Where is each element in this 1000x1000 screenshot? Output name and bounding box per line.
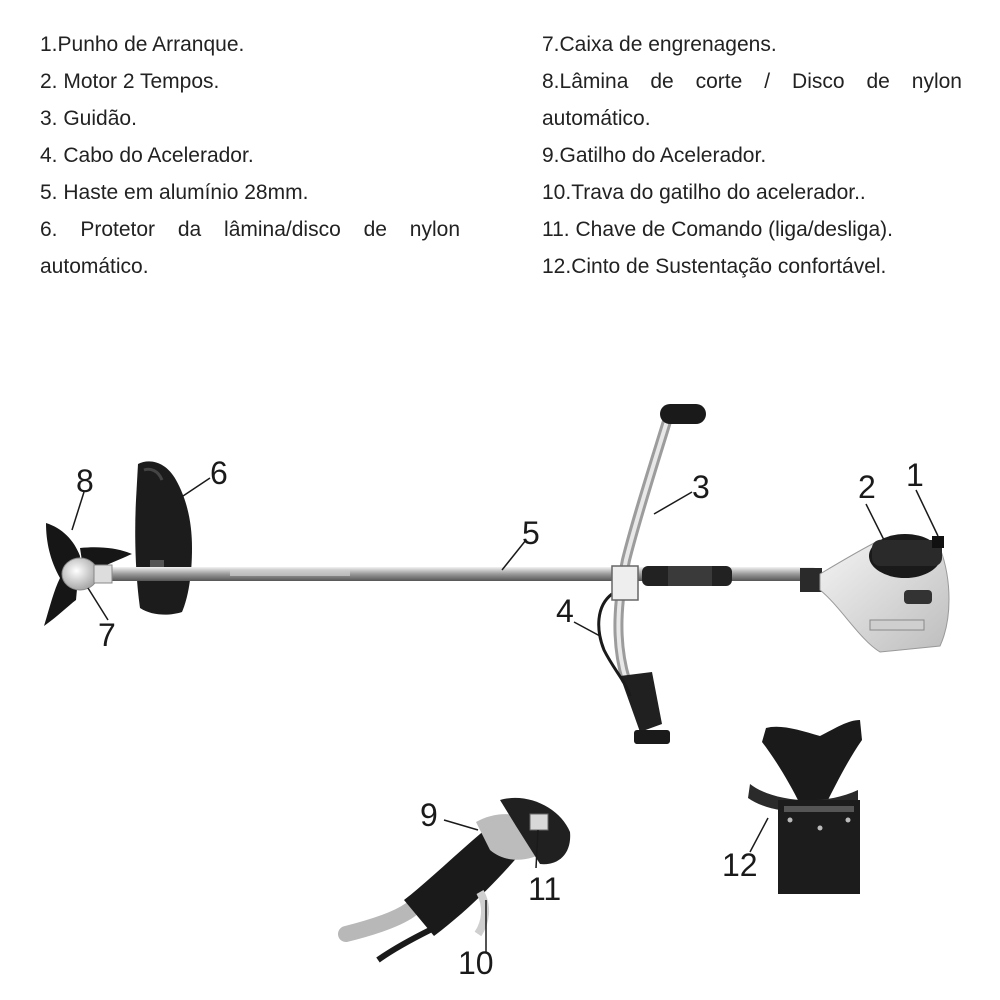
callout-8: 8	[76, 463, 94, 499]
legend-item-12: 12.Cinto de Sustentação confortável.	[542, 255, 887, 278]
legend-item-8: 8.Lâmina de corte / Disco de nylon autom…	[542, 70, 962, 130]
legend-item-10: 10.Trava do gatilho do acelerador..	[542, 181, 866, 204]
legend-item-3: 3. Guidão.	[40, 107, 137, 130]
handle-clamp	[611, 565, 639, 601]
callout-1: 1	[906, 457, 924, 493]
callout-6: 6	[210, 455, 228, 491]
legend-item-5: 5. Haste em alumínio 28mm.	[40, 181, 309, 204]
harness-belt	[748, 720, 862, 894]
starter-handle	[932, 536, 944, 548]
legend-item-1: 1.Punho de Arranque.	[40, 33, 245, 56]
callout-10: 10	[458, 945, 494, 981]
leader-lines	[71, 477, 939, 952]
blade-guard	[135, 461, 192, 615]
rear-grip	[642, 566, 822, 592]
legend-right-column: 7.Caixa de engrenagens. 8.Lâmina de cort…	[542, 26, 962, 285]
legend-left-column: 1.Punho de Arranque. 2. Motor 2 Tempos. …	[40, 26, 460, 285]
callout-5: 5	[522, 515, 540, 551]
legend-item-6: 6. Protetor da lâmina/disco de nylon aut…	[40, 218, 460, 278]
callout-12: 12	[722, 847, 758, 883]
callout-11: 11	[528, 871, 561, 907]
callout-7: 7	[98, 617, 116, 653]
callout-9: 9	[420, 797, 438, 833]
callout-3: 3	[692, 469, 710, 505]
legend-item-2: 2. Motor 2 Tempos.	[40, 70, 220, 93]
gear-head	[61, 557, 113, 591]
callout-2: 2	[858, 469, 876, 505]
legend-item-9: 9.Gatilho do Acelerador.	[542, 144, 767, 167]
handlebar	[613, 404, 706, 744]
throttle-cable	[597, 592, 632, 697]
legend-item-4: 4. Cabo do Acelerador.	[40, 144, 254, 167]
callout-labels: 8 6 7 5 4 3 2 1 9 10 11 12	[76, 455, 924, 981]
two-stroke-motor	[819, 534, 950, 653]
legend-item-7: 7.Caixa de engrenagens.	[542, 33, 777, 56]
throttle-grip-detail	[338, 797, 571, 963]
legend-item-11: 11. Chave de Comando (liga/desliga).	[542, 218, 893, 241]
callout-4: 4	[556, 593, 574, 629]
